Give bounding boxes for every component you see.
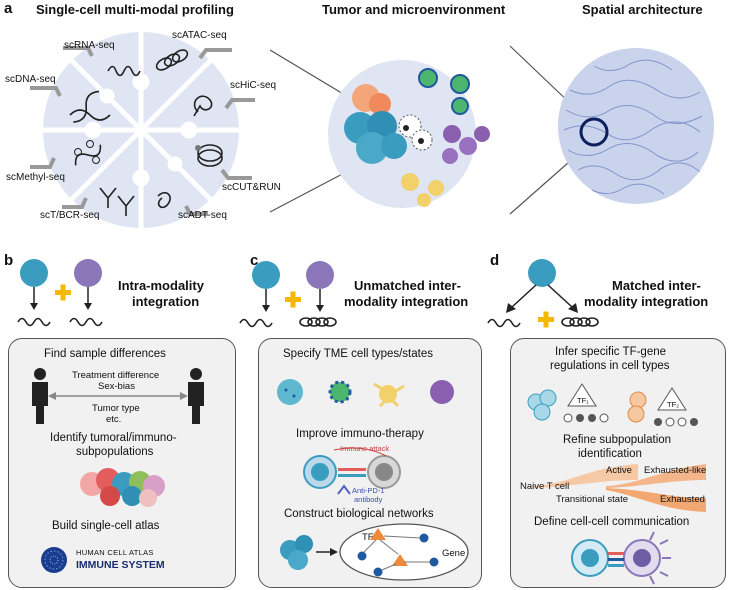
antipd1-line1: Anti-PD-1: [352, 486, 385, 495]
panel-d-title-2: modality integration: [584, 294, 709, 309]
modality-hic: scHiC-seq: [230, 80, 277, 91]
subpopulation-cluster: [80, 468, 165, 507]
tf1-label: TF₁: [577, 396, 589, 405]
etc-label: etc.: [106, 414, 122, 425]
sex-bias: Sex-bias: [98, 381, 135, 392]
specify-tme: Specify TME cell types/states: [283, 348, 433, 360]
immunotherapy-diagram: [303, 447, 401, 495]
define-communication: Define cell-cell communication: [534, 516, 690, 528]
identify-line1: Identify tumoral/immuno-: [50, 432, 177, 444]
modality-methyl: scMethyl-seq: [6, 172, 65, 183]
panel-c-cells: [239, 261, 337, 328]
hca-line2: IMMUNE SYSTEM: [76, 559, 165, 571]
find-sample-differences: Find sample differences: [44, 348, 166, 360]
profiling-title: Single-cell multi-modal profiling: [36, 2, 234, 17]
gene-label: Gene: [442, 548, 466, 559]
antipd1-line2: antibody: [354, 495, 383, 504]
tf-gene-regulation: [527, 383, 698, 427]
panel-letter-a: a: [4, 0, 13, 17]
cell-communication: [571, 531, 671, 585]
state-exhausted-like: Exhausted-like: [644, 465, 707, 476]
infer-line1: Infer specific TF-gene: [555, 346, 667, 358]
identify-line2: subpopulations: [76, 446, 154, 458]
refine-line2: identification: [578, 448, 642, 460]
panel-b-title-1: Intra-modality: [118, 278, 204, 293]
person-pair: [32, 368, 204, 424]
panel-d-cells: [487, 259, 599, 328]
tumor-title: Tumor and microenvironment: [322, 2, 506, 17]
panel-d-title-1: Matched inter-: [612, 278, 701, 293]
panel-d-box: [510, 338, 726, 588]
modality-rna: scRNA-seq: [64, 40, 115, 51]
hca-logo-icon: [41, 547, 67, 573]
modality-atac: scATAC-seq: [172, 30, 227, 41]
modality-cutrun: scCUT&RUN: [222, 182, 281, 193]
panel-letter-b: b: [4, 252, 14, 269]
tumor-type: Tumor type: [92, 403, 140, 414]
panel-letter-c: c: [250, 252, 259, 269]
improve-immunotherapy: Improve immuno-therapy: [296, 428, 424, 440]
tf2-label: TF₂: [667, 400, 680, 409]
build-atlas: Build single-cell atlas: [52, 520, 160, 532]
panel-letter-d: d: [490, 252, 500, 269]
state-active: Active: [606, 465, 632, 476]
spatial-title: Spatial architecture: [582, 2, 703, 17]
construct-networks: Construct biological networks: [284, 508, 434, 520]
tme-cell-types: [277, 379, 454, 408]
state-naive: Naive T cell: [520, 481, 570, 492]
modality-adt: scADT-seq: [178, 210, 227, 221]
panel-b-title-2: integration: [132, 294, 200, 309]
treatment-difference: Treatment difference: [72, 370, 160, 381]
biological-network: [280, 523, 469, 581]
spatial-tissue: [558, 48, 714, 204]
tumor-microenvironment: [328, 60, 490, 208]
state-exhausted: Exhausted: [660, 494, 705, 505]
refine-line1: Refine subpopulation: [563, 434, 672, 446]
immune-attack: Immune attack: [340, 444, 390, 453]
tf-label: TF: [362, 532, 374, 543]
state-transitional: Transitional state: [556, 494, 628, 505]
panel-c-title-1: Unmatched inter-: [354, 278, 461, 293]
modality-dna: scDNA-seq: [5, 74, 56, 85]
infer-line2: regulations in cell types: [550, 360, 670, 372]
modality-wheel: [30, 29, 595, 231]
panel-c-title-2: modality integration: [344, 294, 469, 309]
panel-b-cells: [17, 259, 103, 327]
hca-line1: HUMAN CELL ATLAS: [76, 548, 154, 557]
modality-tbcr: scT/BCR-seq: [40, 210, 100, 221]
panel-b-box: [8, 338, 236, 588]
trajectory-arrows: [534, 464, 706, 512]
